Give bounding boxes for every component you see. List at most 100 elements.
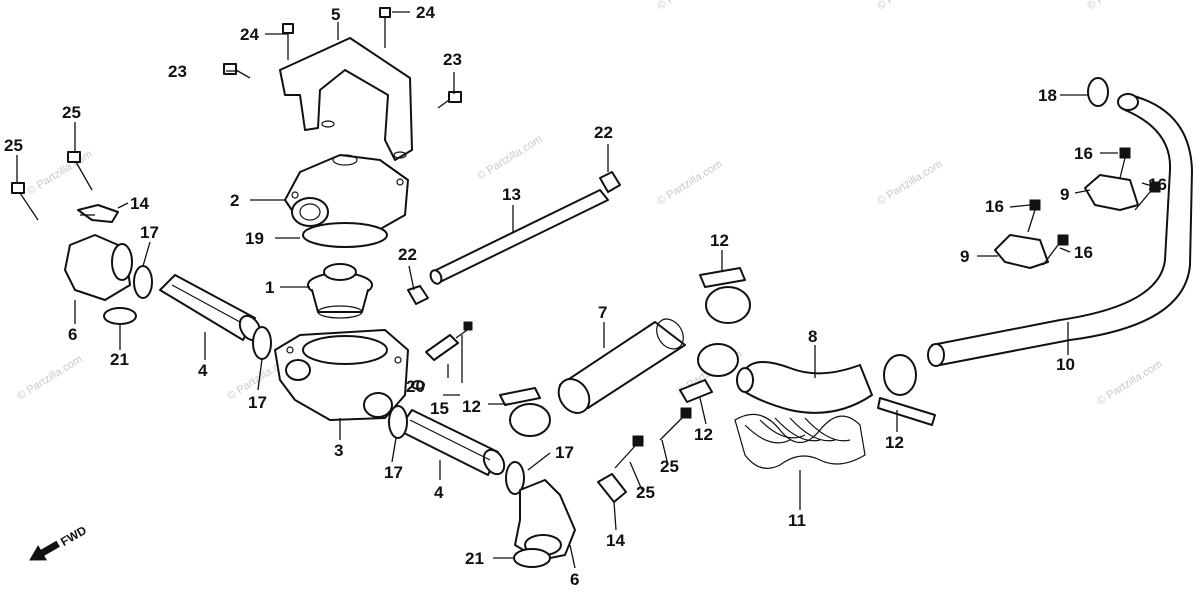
callout-9: 9 (960, 247, 969, 266)
bolt-25-center-a (614, 435, 644, 469)
part-elbow-6-lower (514, 479, 576, 561)
callout-16: 16 (1074, 243, 1093, 262)
callout-17: 17 (555, 443, 574, 462)
callout-5: 5 (331, 5, 340, 24)
callout-16: 16 (1074, 144, 1093, 163)
callout-22: 22 (398, 245, 417, 264)
callout-12: 12 (462, 397, 481, 416)
callout-19: 19 (245, 229, 264, 248)
part-hose-7 (557, 318, 686, 414)
watermark: © Partzilla.com (475, 133, 544, 182)
part-hose-clamp-12d (877, 354, 936, 426)
callout-12: 12 (694, 425, 713, 444)
bolt-24-left (282, 23, 294, 60)
part-hose-4-lower (397, 409, 506, 476)
callout-3: 3 (334, 441, 343, 460)
callout-12: 12 (710, 231, 729, 250)
leader-lines (16, 11, 1153, 569)
callout-25: 25 (4, 136, 23, 155)
watermark: © Partzilla.com (1085, 0, 1154, 13)
part-temperature-sensor (411, 321, 473, 390)
part-clamp-ring-17d (505, 461, 525, 495)
bolt-23-right (437, 91, 462, 109)
callout-25: 25 (660, 457, 679, 476)
bolt-16-d (1042, 234, 1069, 266)
bolt-16-b (1134, 181, 1161, 211)
part-o-ring-18 (1087, 77, 1109, 107)
watermark: © Partzilla.com (875, 158, 944, 207)
callout-23: 23 (168, 62, 187, 81)
callout-13: 13 (502, 185, 521, 204)
callout-14: 14 (130, 194, 149, 213)
part-clamp-ring-17a (133, 265, 153, 299)
callout-21: 21 (110, 350, 129, 369)
part-clip-14-upper (77, 204, 119, 223)
part-clamp-bracket-9b (1084, 174, 1139, 211)
part-o-ring-19 (302, 222, 388, 248)
watermark: © Partzilla.com (1095, 358, 1164, 407)
bolt-25-center-b (659, 407, 692, 441)
watermark: © Partzilla.com (875, 0, 944, 13)
callout-20: 20 (406, 377, 425, 396)
callout-11: 11 (788, 511, 806, 530)
callout-22: 22 (594, 123, 613, 142)
part-hose-clamp-12c (679, 343, 739, 403)
callout-16: 16 (985, 197, 1004, 216)
part-thermostat-cover (284, 154, 409, 233)
callout-2: 2 (230, 191, 239, 210)
callout-4: 4 (434, 483, 444, 502)
callout-17: 17 (140, 223, 159, 242)
bolt-25-left-a (11, 182, 39, 221)
part-thermostat-housing (274, 329, 409, 421)
bolt-24-right (379, 7, 391, 48)
callout-9: 9 (1060, 185, 1069, 204)
part-clip-14-lower (597, 473, 627, 503)
part-bracket (279, 37, 413, 161)
callout-23: 23 (443, 50, 462, 69)
part-clamp-bracket-9a (994, 234, 1049, 269)
part-clamp-ring-17b (252, 326, 272, 360)
part-elbow-6-upper (64, 234, 133, 301)
callout-24: 24 (416, 3, 435, 22)
callout-8: 8 (808, 327, 817, 346)
callout-labels: 5 24 24 23 23 2 19 1 3 4 4 25 25 14 17 6… (4, 3, 1167, 589)
bolt-23-left (223, 63, 251, 79)
callout-1: 1 (265, 278, 274, 297)
part-clamp-22-upper (599, 171, 621, 193)
part-pipe-10 (927, 93, 1193, 367)
callout-16: 16 (1148, 175, 1167, 194)
callout-15: 15 (430, 399, 449, 418)
part-o-ring-21-upper (103, 307, 137, 325)
fwd-label: FWD (58, 523, 89, 549)
callout-25: 25 (62, 103, 81, 122)
callout-25: 25 (636, 483, 655, 502)
callout-7: 7 (598, 303, 607, 322)
callout-17: 17 (384, 463, 403, 482)
part-thermostat (307, 263, 373, 319)
callout-21: 21 (465, 549, 484, 568)
bolt-25-left-b (67, 151, 93, 191)
forward-arrow-icon: FWD (29, 523, 89, 561)
part-clamp-22-lower (407, 285, 429, 305)
part-hose-4-upper (159, 274, 262, 342)
callout-6: 6 (68, 325, 77, 344)
bolt-16-a (1119, 147, 1131, 179)
callout-14: 14 (606, 531, 625, 550)
part-spring-11 (734, 413, 866, 469)
part-o-ring-21-lower (513, 548, 551, 568)
part-hose-clamp-12a (499, 387, 551, 437)
callout-12: 12 (885, 433, 904, 452)
watermark: © Partzilla.com (15, 353, 84, 402)
part-pipe-13 (429, 189, 609, 285)
part-hose-clamp-12b (699, 267, 751, 324)
callout-4: 4 (198, 361, 208, 380)
part-hose-8 (736, 361, 873, 414)
part-clamp-ring-17c (388, 405, 408, 439)
callout-10: 10 (1056, 355, 1075, 374)
callout-6: 6 (570, 570, 579, 589)
callout-24: 24 (240, 25, 259, 44)
watermark: © Partzilla.com (25, 148, 94, 197)
callout-17: 17 (248, 393, 267, 412)
callout-18: 18 (1038, 86, 1057, 105)
